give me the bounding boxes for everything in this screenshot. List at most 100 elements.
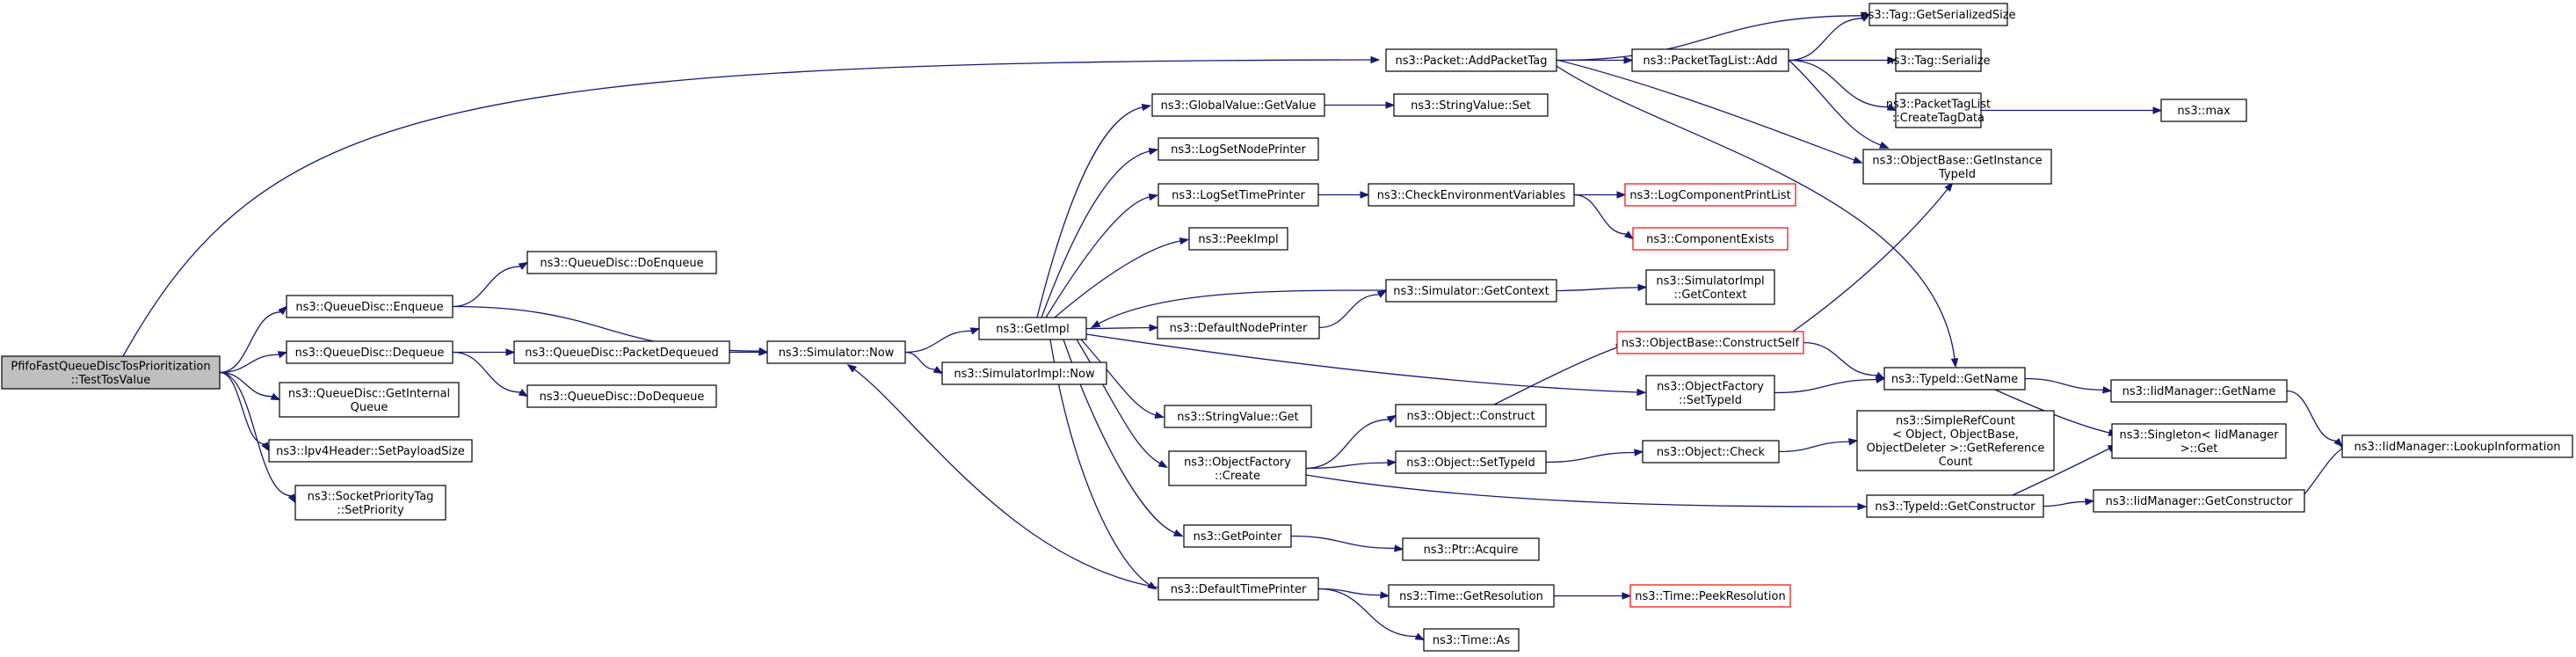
node-objsettypeid[interactable]: ns3::Object::SetTypeId [1395,450,1547,474]
node-box[interactable] [1631,48,1789,72]
node-box[interactable] [1883,367,2026,391]
node-box[interactable] [1642,440,1780,464]
node-box[interactable] [2111,423,2287,459]
node-box[interactable] [1895,48,1982,72]
node-root[interactable]: PfifoFastQueueDiscTosPrioritization::Tes… [1,355,221,390]
node-box[interactable] [1157,577,1319,601]
node-box[interactable] [1869,3,2008,26]
node-box[interactable] [1183,524,1292,548]
node-objfactcreate[interactable]: ns3::ObjectFactory::Create [1168,450,1307,486]
node-box[interactable] [1385,279,1557,303]
node-logsettime[interactable]: ns3::LogSetTimePrinter [1157,183,1319,207]
node-objcheck[interactable]: ns3::Object::Check [1642,440,1780,464]
node-box[interactable] [1,355,221,390]
node-timeas[interactable]: ns3::Time::As [1423,628,1520,652]
node-doenqueue[interactable]: ns3::QueueDisc::DoEnqueue [526,251,717,274]
node-peekimpl[interactable]: ns3::PeekImpl [1188,227,1288,251]
node-box[interactable] [286,295,454,318]
node-getimpl[interactable]: ns3::GetImpl [978,317,1087,340]
node-timepeekres[interactable]: ns3::Time::PeekResolution [1629,584,1791,608]
node-timegetres[interactable]: ns3::Time::GetResolution [1388,584,1555,608]
node-box[interactable] [1402,537,1540,561]
node-box[interactable] [1368,183,1575,207]
node-box[interactable] [2093,489,2305,513]
node-box[interactable] [1395,450,1547,474]
node-box[interactable] [941,361,1107,385]
node-simplerefcount[interactable]: ns3::SimpleRefCount< Object, ObjectBase,… [1856,410,2055,471]
node-pktdequeued[interactable]: ns3::QueueDisc::PacketDequeued [513,340,730,364]
node-logcompprint[interactable]: ns3::LogComponentPrintList [1624,183,1796,207]
node-box[interactable] [526,384,717,408]
node-box[interactable] [286,340,454,364]
node-pktcreatetag[interactable]: ns3::PacketTagList::CreateTagData [1886,92,1991,128]
node-simnow[interactable]: ns3::Simulator::Now [766,340,906,364]
node-box[interactable] [1157,137,1319,161]
node-setpayload[interactable]: ns3::Ipv4Header::SetPayloadSize [268,439,473,463]
node-tagserialize[interactable]: ns3::Tag::Serialize [1886,48,1991,72]
node-addpackettag[interactable]: ns3::Packet::AddPacketTag [1385,48,1557,72]
node-max[interactable]: ns3::max [2160,99,2247,122]
node-simgetcontext[interactable]: ns3::Simulator::GetContext [1385,279,1557,303]
node-iidlookup[interactable]: ns3::IidManager::LookupInformation [2341,434,2573,458]
node-box[interactable] [1616,331,1804,354]
node-box[interactable] [1164,405,1312,428]
node-box[interactable] [513,340,730,364]
node-deftimeprinter[interactable]: ns3::DefaultTimePrinter [1157,577,1319,601]
node-box[interactable] [1157,316,1320,339]
node-box[interactable] [1157,183,1319,207]
node-box[interactable] [1188,227,1288,251]
node-compexists[interactable]: ns3::ComponentExists [1632,227,1789,251]
node-box[interactable] [1624,183,1796,207]
node-box[interactable] [1632,227,1789,251]
node-box[interactable] [1395,404,1547,427]
node-iidgetname[interactable]: ns3::IidManager::GetName [2110,379,2288,403]
node-typeidgetctor[interactable]: ns3::TypeId::GetConstructor [1866,494,2044,518]
node-checkenv[interactable]: ns3::CheckEnvironmentVariables [1368,183,1575,207]
node-taggetser[interactable]: ns3::Tag::GetSerializedSize [1861,3,2016,26]
node-dequeue[interactable]: ns3::QueueDisc::Dequeue [286,340,454,364]
node-box[interactable] [1385,48,1557,72]
node-logsetnode[interactable]: ns3::LogSetNodePrinter [1157,137,1319,161]
node-strvalset[interactable]: ns3::StringValue::Set [1393,93,1549,117]
node-box[interactable] [2110,379,2288,403]
node-box[interactable] [1388,584,1555,608]
node-ptracquire[interactable]: ns3::Ptr::Acquire [1402,537,1540,561]
node-objfactsettypeid[interactable]: ns3::ObjectFactory::SetTypeId [1645,375,1775,411]
node-defnodeprinter[interactable]: ns3::DefaultNodePrinter [1157,316,1320,339]
node-box[interactable] [1862,149,2052,185]
node-box[interactable] [294,485,446,521]
node-box[interactable] [2160,99,2247,122]
node-box[interactable] [1423,628,1520,652]
node-objconstruct[interactable]: ns3::Object::Construct [1395,404,1547,427]
node-iidgetctor[interactable]: ns3::IidManager::GetConstructor [2093,489,2305,513]
node-box[interactable] [526,251,717,274]
node-box[interactable] [1895,92,1982,128]
node-box[interactable] [1645,269,1775,305]
node-box[interactable] [766,340,906,364]
node-singletonget[interactable]: ns3::Singleton< IidManager>::Get [2111,423,2287,459]
node-dodequeue[interactable]: ns3::QueueDisc::DoDequeue [526,384,717,408]
node-box[interactable] [1866,494,2044,518]
node-box[interactable] [1168,450,1307,486]
node-box[interactable] [978,317,1087,340]
node-pkttaglistadd[interactable]: ns3::PacketTagList::Add [1631,48,1789,72]
node-simimplgetctx[interactable]: ns3::SimulatorImpl::GetContext [1645,269,1775,305]
node-box[interactable] [279,382,460,418]
node-gvgetvalue[interactable]: ns3::GlobalValue::GetValue [1151,93,1325,117]
node-getpointer[interactable]: ns3::GetPointer [1183,524,1292,548]
node-simimplnow[interactable]: ns3::SimulatorImpl::Now [941,361,1107,385]
node-box[interactable] [268,439,473,463]
node-box[interactable] [2341,434,2573,458]
node-setpriority[interactable]: ns3::SocketPriorityTag::SetPriority [294,485,446,521]
node-box[interactable] [1393,93,1549,117]
node-strvalget[interactable]: ns3::StringValue::Get [1164,405,1312,428]
node-box[interactable] [1151,93,1325,117]
node-box[interactable] [1856,410,2055,471]
node-box[interactable] [1629,584,1791,608]
node-enqueue[interactable]: ns3::QueueDisc::Enqueue [286,295,454,318]
node-box[interactable] [1645,375,1775,411]
node-constructself[interactable]: ns3::ObjectBase::ConstructSelf [1616,331,1804,354]
node-typeidgetname[interactable]: ns3::TypeId::GetName [1883,367,2026,391]
